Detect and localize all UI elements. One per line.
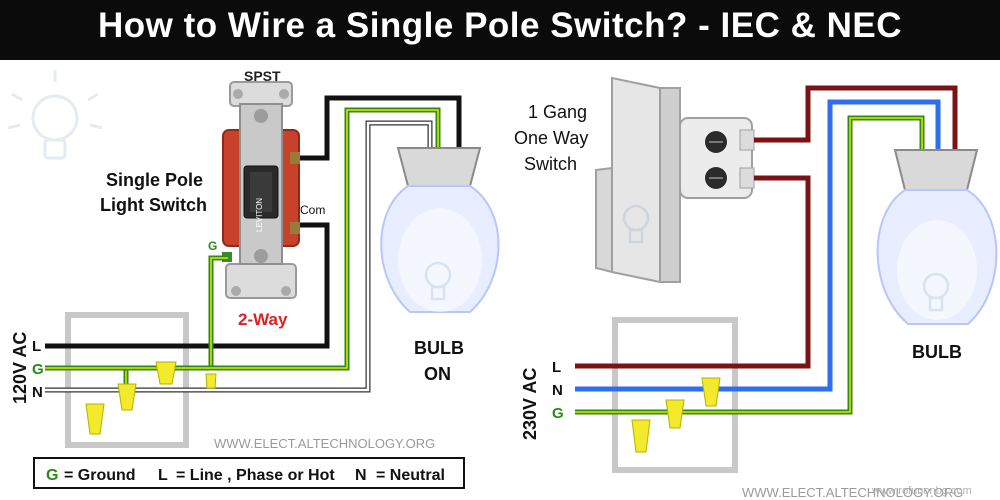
legend-g-key: G [46, 467, 58, 484]
voltage-label-230: 230V AC [520, 368, 540, 440]
wire-nut [117, 383, 137, 411]
wiring-diagram: LEVITON SPST Single Pole Light Switch Co… [7, 68, 998, 500]
line-g-label: G [32, 361, 44, 378]
one-gang-switch [595, 76, 755, 284]
wire-nut [205, 373, 217, 389]
left-bulb [380, 147, 500, 313]
overlay-watermark: www.rofunonbg.com [871, 485, 972, 497]
ground-terminal-label: G [208, 239, 217, 253]
wire-nut [665, 399, 685, 429]
iec-line-n-label: N [552, 382, 563, 399]
hot-line-wire [45, 222, 330, 349]
two-way-label: 2-Way [238, 310, 288, 329]
switch-brand-text: LEVITON [255, 198, 264, 232]
line-l-label: L [32, 338, 41, 355]
wire-nut [631, 419, 651, 453]
gang-label-line1: 1 Gang [528, 102, 587, 122]
wire-nut [155, 361, 177, 385]
voltage-label-120: 120V AC [10, 332, 30, 404]
wire-nut [701, 377, 721, 407]
decorative-bulb-icon [7, 70, 103, 160]
iec-line-g-label: G [552, 405, 564, 422]
switch-label-line1: Single Pole [106, 170, 203, 190]
wire-nut [85, 403, 105, 435]
legend-l-key: L [158, 467, 168, 484]
legend-box [33, 457, 465, 489]
neutral-wire-blue [575, 99, 941, 392]
legend-g-text: = Ground [64, 467, 136, 484]
switch-leg-wire [300, 95, 462, 161]
switched-live-wire [754, 85, 958, 150]
legend-n-text: = Neutral [376, 467, 445, 484]
bulb-on-label: ON [424, 364, 451, 384]
page-title: How to Wire a Single Pole Switch? - IEC … [98, 6, 902, 45]
gang-label-line3: Switch [524, 154, 577, 174]
switch-label-line2: Light Switch [100, 195, 207, 215]
spst-label: SPST [244, 68, 281, 84]
title-bar: How to Wire a Single Pole Switch? - IEC … [0, 0, 1000, 60]
legend-l-text: = Line , Phase or Hot [176, 467, 335, 484]
right-bulb [876, 149, 998, 325]
left-watermark: WWW.ELECT.ALTECHNOLOGY.ORG [214, 436, 435, 451]
right-watermark: WWW.ELECT.ALTECHNOLOGY.ORG [742, 485, 963, 500]
live-switch-wire [575, 175, 811, 369]
right-bulb-label: BULB [912, 342, 962, 362]
gang-label-line2: One Way [514, 128, 588, 148]
single-pole-switch [222, 81, 300, 299]
legend-n-key: N [355, 467, 367, 484]
bulb-label: BULB [414, 338, 464, 358]
com-label: Com [300, 203, 325, 217]
line-n-label: N [32, 384, 43, 401]
iec-line-l-label: L [552, 359, 561, 376]
